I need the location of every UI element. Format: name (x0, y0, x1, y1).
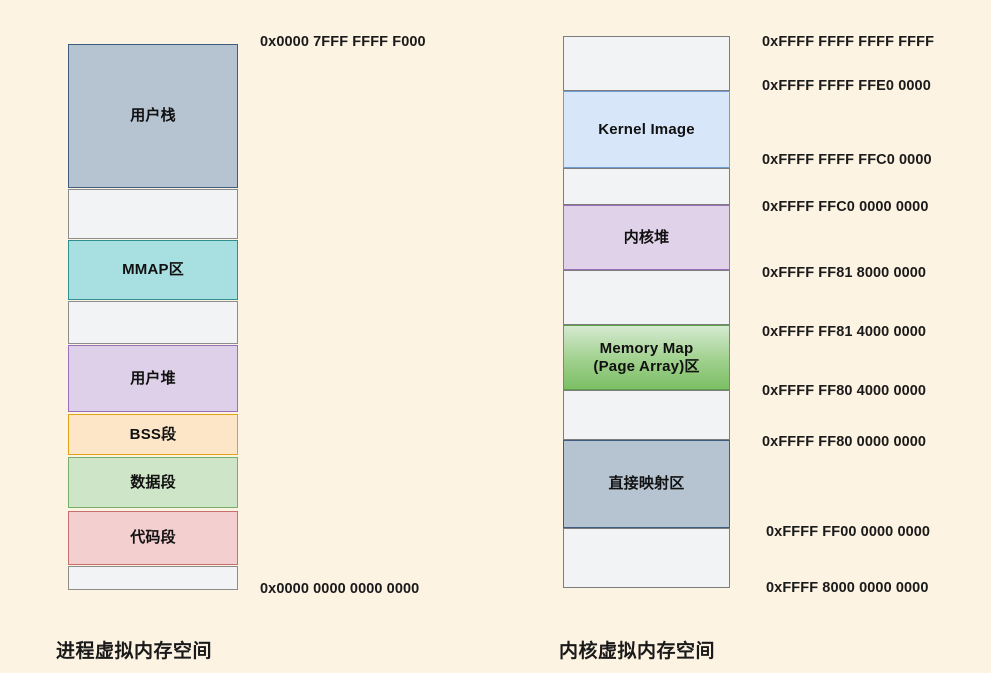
block-label: 数据段 (130, 473, 176, 491)
block-direct-map: 直接映射区 (563, 440, 730, 528)
block-label: MMAP区 (122, 261, 184, 279)
block-kernel-gap-bottom (563, 528, 730, 588)
address-kernel-image-top: 0xFFFF FFFF FFE0 0000 (762, 78, 931, 94)
block-kernel-gap-top (563, 36, 730, 91)
address-kernel-heap-top: 0xFFFF FFC0 0000 0000 (762, 199, 929, 215)
process-space-caption: 进程虚拟内存空间 (56, 641, 213, 662)
block-label: 内核堆 (623, 228, 670, 246)
address-kernel-base: 0xFFFF 8000 0000 0000 (766, 580, 929, 596)
address-memory-map-bottom: 0xFFFF FF80 4000 0000 (762, 383, 927, 399)
address-kernel-image-bottom: 0xFFFF FFFF FFC0 0000 (762, 152, 932, 168)
block-memory-map: Memory Map (Page Array)区 (563, 325, 730, 390)
block-user-heap: 用户堆 (68, 345, 238, 412)
address-zero: 0x0000 0000 0000 0000 (260, 581, 420, 597)
address-direct-map-bottom: 0xFFFF FF00 0000 0000 (766, 524, 931, 540)
block-kernel-heap: 内核堆 (563, 205, 730, 270)
block-user-stack: 用户栈 (68, 44, 238, 188)
kernel-space-caption: 内核虚拟内存空间 (559, 641, 716, 662)
block-label: 用户栈 (130, 107, 176, 125)
block-kernel-gap-2 (563, 270, 730, 325)
block-kernel-gap-1 (563, 168, 730, 205)
block-label: 代码段 (130, 529, 176, 547)
address-stack-top: 0x0000 7FFF FFFF F000 (260, 34, 426, 50)
block-kernel-image: Kernel Image (563, 91, 730, 168)
address-direct-map-top: 0xFFFF FF80 0000 0000 (762, 434, 927, 450)
block-gap-1 (68, 189, 238, 239)
block-gap-3 (68, 566, 238, 590)
block-label: 用户堆 (130, 369, 176, 387)
block-mmap: MMAP区 (68, 240, 238, 300)
block-label: 直接映射区 (608, 475, 685, 493)
block-label: Memory Map (Page Array)区 (593, 339, 700, 375)
address-memory-map-top: 0xFFFF FF81 4000 0000 (762, 324, 927, 340)
block-kernel-gap-3 (563, 390, 730, 440)
address-kernel-heap-bottom: 0xFFFF FF81 8000 0000 (762, 265, 927, 281)
block-gap-2 (68, 301, 238, 344)
block-label: BSS段 (129, 425, 177, 443)
address-kernel-top: 0xFFFF FFFF FFFF FFFF (762, 34, 935, 50)
block-bss: BSS段 (68, 414, 238, 455)
block-text: 代码段 (68, 511, 238, 565)
block-label: Kernel Image (598, 120, 695, 138)
block-data: 数据段 (68, 457, 238, 508)
